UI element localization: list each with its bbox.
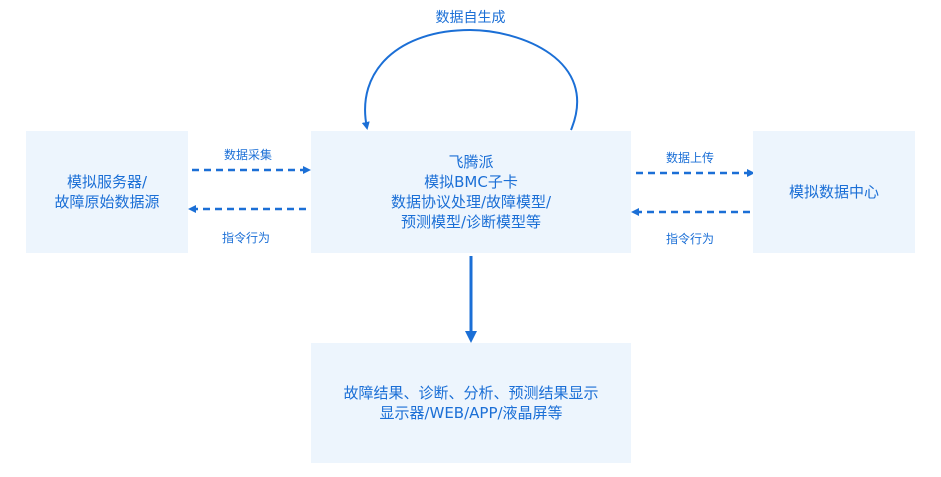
node-line: 显示器/WEB/APP/液晶屏等	[379, 404, 563, 422]
node-data-center: 模拟数据中心	[753, 131, 915, 253]
node-line: 故障结果、诊断、分析、预测结果显示	[343, 384, 599, 402]
command-label-right: 指令行为	[666, 232, 715, 246]
node-line: 故障原始数据源	[54, 193, 160, 211]
node-display-output: 故障结果、诊断、分析、预测结果显示 显示器/WEB/APP/液晶屏等	[311, 343, 631, 463]
command-label-left: 指令行为	[222, 231, 271, 245]
node-line: 模拟BMC子卡	[424, 173, 518, 191]
self-loop-arrow	[361, 28, 579, 131]
upload-label: 数据上传	[666, 151, 715, 165]
node-phytium-pi: 飞腾派 模拟BMC子卡 数据协议处理/故障模型/ 预测模型/诊断模型等	[311, 131, 631, 253]
node-line: 模拟数据中心	[788, 183, 879, 201]
node-server-source: 模拟服务器/ 故障原始数据源	[26, 131, 188, 253]
node-line: 模拟服务器/	[66, 173, 148, 191]
collect-label: 数据采集	[224, 148, 273, 162]
self-loop-label: 数据自生成	[435, 10, 506, 26]
node-line: 预测模型/诊断模型等	[400, 213, 542, 231]
node-line: 飞腾派	[448, 153, 494, 171]
node-line: 数据协议处理/故障模型/	[390, 193, 552, 211]
